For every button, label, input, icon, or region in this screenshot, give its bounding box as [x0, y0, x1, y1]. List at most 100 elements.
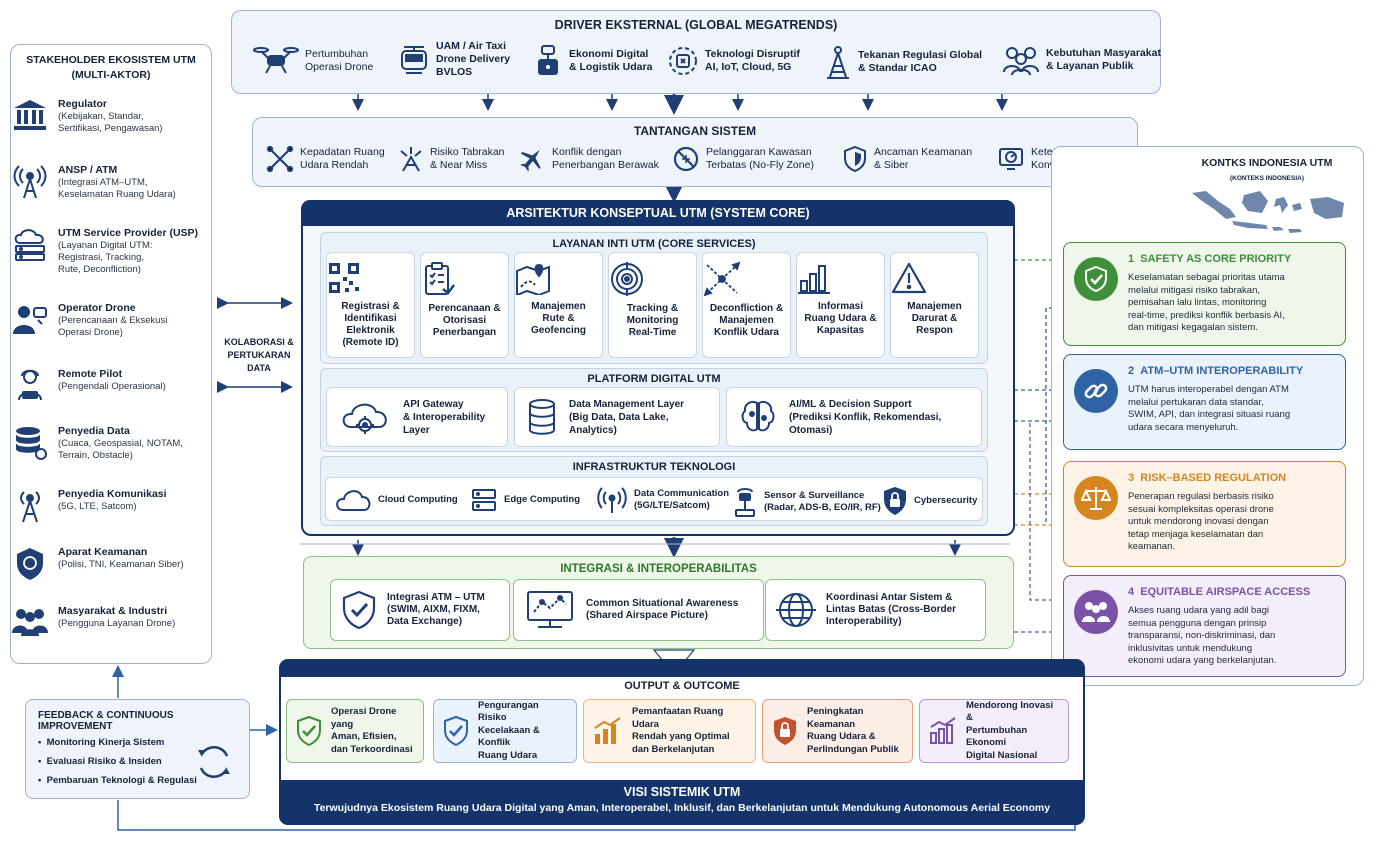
logistics-icon: [533, 44, 563, 78]
monitor-map-icon: [524, 590, 576, 630]
scales-icon: [1074, 476, 1118, 520]
indonesia-subtitle: (KONTEKS INDONESIA): [1229, 175, 1305, 182]
outcome-card: Mendorong Inovasi & Pertumbuhan Ekonomi …: [919, 699, 1069, 763]
drone-icon: [253, 44, 299, 78]
outcome-label: Pemanfaatan Ruang Udara Rendah yang Opti…: [632, 706, 730, 755]
stakeholder-item: Penyedia Data(Cuaca, Geospasial, NOTAM, …: [12, 425, 207, 462]
stakeholder-desc: (Pengguna Layanan Drone): [58, 618, 176, 629]
stakeholder-desc: (Layanan Digital UTM: Registrasi, Tracki…: [58, 240, 153, 275]
challenge-item: Pelanggaran Kawasan Terbatas (No-Fly Zon…: [672, 145, 814, 173]
challenges-title: TANTANGAN SISTEM: [633, 124, 757, 138]
core-service-label: Registrasi & Identifikasi Elektronik (Re…: [341, 301, 400, 348]
challenge-label: Konflik dengan Penerbangan Berawak: [552, 146, 659, 171]
core-service-card: Manajemen Rute & Geofencing: [514, 252, 603, 358]
challenge-label: Ancaman Keamanan & Siber: [874, 146, 973, 171]
core-service-label: Perencanaan & Otorisasi Penerbangan: [428, 303, 501, 338]
regulator-building-icon: [12, 98, 48, 135]
chip-icon: [667, 44, 699, 78]
safety-shield-icon: [1074, 257, 1118, 301]
platform-card: API Gateway & Interoperability Layer: [326, 387, 508, 447]
core-service-card: Tracking & Monitoring Real-Time: [608, 252, 697, 358]
indonesia-title: KONTKS INDONESIA UTM: [1201, 157, 1333, 169]
stakeholder-desc: (Cuaca, Geospasial, NOTAM, Terrain, Obst…: [58, 438, 183, 461]
stakeholders-title: STAKEHOLDER EKOSISTEM UTM: [26, 54, 196, 66]
infra-item: Edge Computing: [470, 486, 580, 514]
stakeholder-desc: (5G, LTE, Satcom): [58, 501, 137, 512]
integration-card: Common Situational Awareness (Shared Air…: [513, 579, 764, 641]
platform-title: PLATFORM DIGITAL UTM: [587, 373, 721, 385]
driver-item: Ekonomi Digital & Logistik Udara: [533, 44, 652, 78]
principle-number: 3: [1128, 472, 1135, 484]
cloud-server-icon: [12, 227, 48, 276]
collaboration-label: KOLABORASI & PERTUKARAN DATA: [224, 337, 294, 373]
air-taxi-icon: [398, 43, 430, 77]
stakeholder-desc: (Polisi, TNI, Keamanan Siber): [58, 559, 184, 570]
cloud-icon: [334, 486, 372, 514]
driver-label: UAM / Air Taxi Drone Delivery BVLOS: [436, 40, 511, 78]
drivers-title: DRIVER EKSTERNAL (GLOBAL MEGATRENDS): [554, 18, 838, 32]
stakeholder-item: Aparat Keamanan(Polisi, TNI, Keamanan Si…: [12, 546, 207, 582]
challenge-item: Kepadatan Ruang Udara Rendah: [266, 145, 385, 173]
police-badge-icon: [12, 546, 48, 582]
infra-item: Data Communication (5G/LTE/Satcom): [596, 486, 729, 514]
aircraft-icon: [518, 145, 546, 173]
principle-number: 1: [1128, 253, 1135, 265]
core-service-label: Manajemen Rute & Geofencing: [530, 301, 586, 336]
warning-icon: [891, 261, 978, 295]
principle-card: 4 EQUITABLE AIRSPACE ACCESS Akses ruang …: [1063, 575, 1346, 677]
stakeholder-item: Remote Pilot(Pengendali Operasional): [12, 368, 207, 402]
stakeholder-item: ANSP / ATM(Integrasi ATM–UTM, Keselamata…: [12, 164, 207, 201]
stakeholder-name: UTM Service Provider (USP): [58, 227, 199, 239]
system-core-title: ARSITEKTUR KONSEPTUAL UTM (SYSTEM CORE): [301, 200, 1015, 226]
infra-item: Cybersecurity: [882, 486, 977, 516]
stakeholder-item: Penyedia Komunikasi(5G, LTE, Satcom): [12, 488, 207, 524]
outcome-card: Pengurangan Risiko Kecelakaan & Konflik …: [433, 699, 577, 763]
principle-card: 3 RISK–BASED REGULATION Penerapan regula…: [1063, 461, 1346, 567]
people-icon: [1002, 44, 1040, 76]
platform-label: Data Management Layer (Big Data, Data La…: [569, 398, 685, 436]
infrastructure-title: INFRASTRUKTUR TEKNOLOGI: [572, 461, 736, 473]
stakeholders-panel: STAKEHOLDER EKOSISTEM UTM (MULTI-AKTOR): [10, 44, 212, 664]
principle-text: Penerapan regulasi berbasis risiko sesua…: [1128, 491, 1274, 552]
database-stack-icon: [527, 397, 557, 437]
core-service-card: Informasi Ruang Udara & Kapasitas: [796, 252, 885, 358]
check-shield-icon: [295, 715, 323, 747]
driver-label: Teknologi Disruptif AI, IoT, Cloud, 5G: [705, 48, 800, 73]
core-service-label: Informasi Ruang Udara & Kapasitas: [804, 301, 877, 336]
output-panel-header: [279, 659, 1085, 677]
challenge-item: Ancaman Keamanan & Siber: [842, 145, 972, 173]
infra-label: Sensor & Surveillance (Radar, ADS-B, EO/…: [764, 490, 881, 513]
operator-icon: [12, 302, 48, 339]
outcome-card: Peningkatan Keamanan Ruang Udara & Perli…: [762, 699, 913, 763]
growth-chart-icon: [592, 716, 624, 746]
core-service-card: Deconfliction & Manajemen Konflik Udara: [702, 252, 791, 358]
brain-icon: [739, 398, 777, 436]
stakeholder-desc: (Perencanaan & Eksekusi Operasi Drone): [58, 315, 168, 338]
integration-title: INTEGRASI & INTEROPERABILITAS: [560, 563, 757, 575]
platform-card: AI/ML & Decision Support (Prediksi Konfl…: [726, 387, 982, 447]
outcome-label: Pengurangan Risiko Kecelakaan & Konflik …: [478, 699, 540, 761]
stakeholder-name: Penyedia Komunikasi: [58, 488, 167, 500]
feedback-panel: FEEDBACK & CONTINUOUS IMPROVEMENT • Moni…: [25, 699, 250, 799]
feedback-item: • Evaluasi Risiko & Insiden: [38, 756, 162, 767]
stakeholder-item: Masyarakat & Industri(Pengguna Layanan D…: [12, 605, 207, 637]
stakeholder-name: Remote Pilot: [58, 368, 123, 380]
drivers-panel: DRIVER EKSTERNAL (GLOBAL MEGATRENDS): [231, 10, 1161, 94]
infra-item: Sensor & Surveillance (Radar, ADS-B, EO/…: [732, 486, 881, 518]
platform-label: AI/ML & Decision Support (Prediksi Konfl…: [789, 398, 942, 436]
deconfliction-icon: [703, 261, 790, 297]
integration-card: Koordinasi Antar Sistem & Lintas Batas (…: [765, 579, 986, 641]
stakeholder-name: Penyedia Data: [58, 425, 130, 437]
vision-text: Terwujudnya Ekosistem Ruang Udara Digita…: [313, 802, 1051, 814]
platform-label: API Gateway & Interoperability Layer: [403, 398, 486, 436]
core-service-label: Deconfliction & Manajemen Konflik Udara: [709, 303, 784, 338]
challenge-item: Konflik dengan Penerbangan Berawak: [518, 145, 659, 173]
infrastructure-strip: [325, 477, 983, 521]
core-service-card: Manajemen Darurat & Respon: [890, 252, 979, 358]
integration-label: Integrasi ATM – UTM (SWIM, AIXM, FIXM, D…: [387, 592, 485, 627]
principle-text: Keselamatan sebagai prioritas utama mela…: [1128, 272, 1285, 333]
target-icon: [609, 261, 696, 297]
outcome-label: Peningkatan Keamanan Ruang Udara & Perli…: [807, 706, 899, 755]
driver-item: Kebutuhan Masyarakat & Layanan Publik: [1002, 44, 1161, 76]
